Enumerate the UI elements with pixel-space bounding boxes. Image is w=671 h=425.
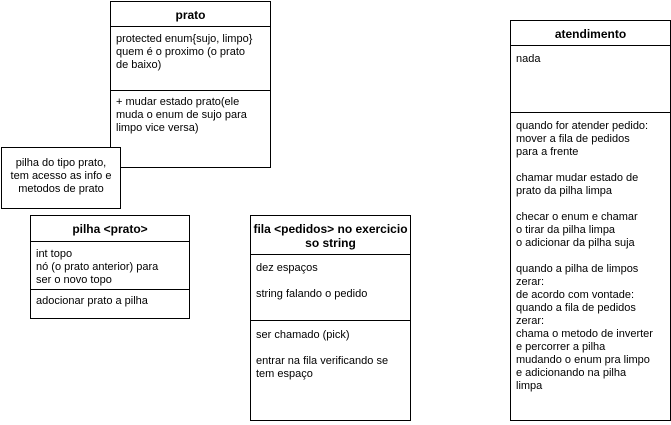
class-atendimento[interactable]: atendimento nada quando for atender pedi… [510,20,671,421]
class-fila[interactable]: fila <pedidos> no exercicio so string de… [250,215,411,421]
note-pilha: pilha do tipo prato, tem acesso as info … [1,147,121,209]
class-fila-title: fila <pedidos> no exercicio so string [251,216,410,255]
class-fila-attributes: dez espaços string falando o pedido [251,255,410,321]
class-pilha-attributes: int topo nó (o prato anterior) para ser … [31,242,189,290]
class-pilha[interactable]: pilha <prato> int topo nó (o prato anter… [30,215,190,319]
class-fila-methods: ser chamado (pick) entrar na fila verifi… [256,329,389,380]
class-pilha-title: pilha <prato> [31,216,189,242]
class-prato-attributes: protected enum{sujo, limpo} quem é o pro… [111,27,270,91]
class-pilha-methods: adocionar prato a pilha [36,295,148,307]
class-atendimento-attributes: nada [511,46,670,113]
class-prato[interactable]: prato protected enum{sujo, limpo} quem é… [110,1,271,168]
class-prato-title: prato [111,2,270,27]
class-atendimento-methods: quando for atender pedido: mover a fila … [516,120,653,392]
class-prato-methods: + mudar estado prato(ele muda o enum de … [116,96,247,134]
class-atendimento-title: atendimento [511,21,670,46]
